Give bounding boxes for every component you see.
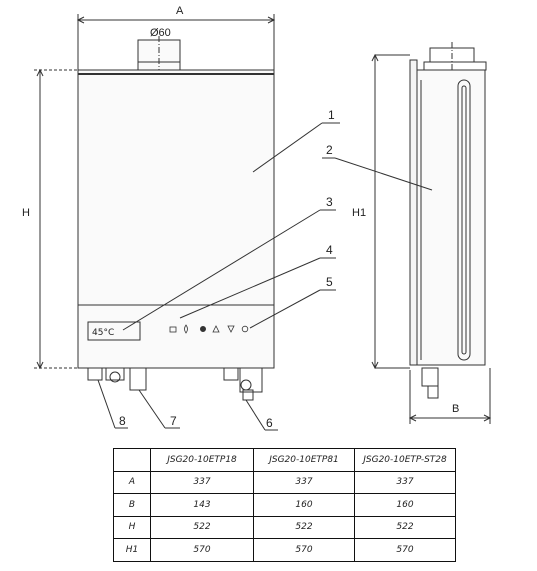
table-row: H1 570 570 570: [113, 538, 456, 562]
technical-drawing: 45°C A Ø60 H H1 B 1 2 3 4 5 6 7 8: [22, 5, 492, 431]
callout-2: 2: [326, 143, 333, 157]
panel-display-text: 45°C: [92, 328, 114, 338]
table-cell: 522: [150, 515, 254, 539]
table-header-cell: JSG20-10ETP18: [150, 448, 254, 472]
dim-label-h: H: [22, 207, 30, 219]
callout-7: 7: [170, 414, 177, 428]
callout-5: 5: [326, 275, 333, 289]
table-row-label: H1: [113, 538, 151, 562]
table-cell: 570: [253, 538, 355, 562]
table-row: H 522 522 522: [113, 515, 456, 539]
table-cell: 160: [253, 493, 355, 517]
table-row: A 337 337 337: [113, 470, 456, 494]
dimensions-table: JSG20-10ETP18 JSG20-10ETP81 JSG20-10ETP-…: [113, 448, 456, 562]
dim-label-h1: H1: [352, 207, 366, 219]
table-cell: 570: [354, 538, 456, 562]
table-header-cell: JSG20-10ETP-ST28: [354, 448, 456, 472]
dim-label-a: A: [176, 5, 184, 17]
callout-4: 4: [326, 243, 333, 257]
table-cell: 337: [253, 470, 355, 494]
table-cell: 570: [150, 538, 254, 562]
table-header-row: JSG20-10ETP18 JSG20-10ETP81 JSG20-10ETP-…: [113, 448, 456, 472]
table-header-cell: [113, 448, 151, 472]
bath-icon: [169, 326, 177, 333]
power-icon: [241, 325, 249, 333]
table-row-label: H: [113, 515, 151, 539]
callout-6: 6: [266, 416, 273, 430]
table-cell: 337: [150, 470, 254, 494]
callout-8: 8: [119, 414, 126, 428]
table-cell: 337: [354, 470, 456, 494]
dot-icon: [199, 325, 206, 332]
table-row: B 143 160 160: [113, 493, 456, 517]
up-triangle-icon: [212, 325, 220, 333]
callout-1: 1: [328, 108, 335, 122]
table-cell: 160: [354, 493, 456, 517]
flame-icon: [184, 324, 188, 334]
dim-label-flue: Ø60: [150, 27, 171, 39]
dim-label-b: B: [452, 403, 459, 415]
control-panel-icons: [169, 324, 249, 334]
down-triangle-icon: [227, 325, 235, 333]
table-row-label: A: [113, 470, 151, 494]
callout-3: 3: [326, 195, 333, 209]
table-header-cell: JSG20-10ETP81: [253, 448, 355, 472]
table-row-label: B: [113, 493, 151, 517]
table-cell: 522: [354, 515, 456, 539]
table-cell: 143: [150, 493, 254, 517]
table-cell: 522: [253, 515, 355, 539]
